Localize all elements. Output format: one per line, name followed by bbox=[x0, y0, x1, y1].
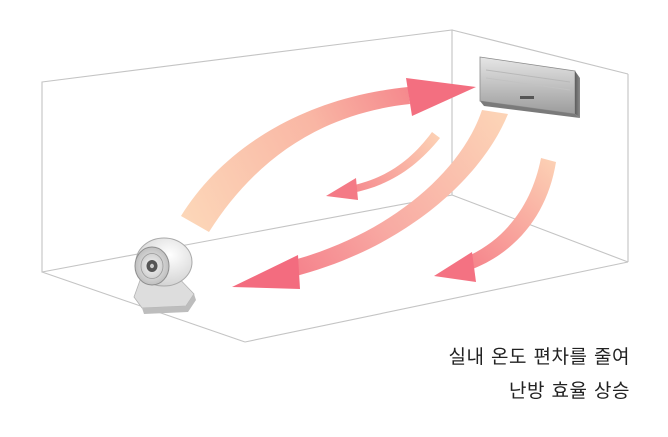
airflow-middle-short bbox=[326, 132, 440, 200]
airflow-right-down bbox=[434, 158, 556, 282]
airflow-upper-arc bbox=[181, 78, 476, 232]
air-circulator-fan-icon bbox=[133, 237, 196, 314]
caption-line-2: 난방 효율 상승 bbox=[509, 380, 630, 402]
caption-line-1: 실내 온도 편차를 줄여 bbox=[448, 346, 630, 368]
airflow-lower-arc bbox=[232, 110, 508, 289]
air-conditioner-icon bbox=[479, 56, 580, 118]
